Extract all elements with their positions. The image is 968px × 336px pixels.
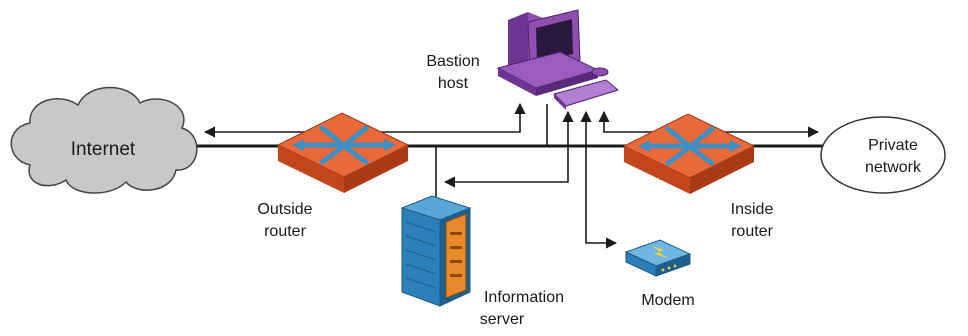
private-network-label-line1: Private [868,137,918,154]
modem-lightning-icon [652,246,668,258]
inside-router: Inside router [622,113,774,240]
private-network-label-line2: network [865,159,922,176]
inside-router-arrows-icon [643,126,737,166]
internet-label: Internet [71,139,136,160]
inside-router-label-line2: router [731,223,773,240]
information-server: Information server [400,195,564,328]
internet-cloud: Internet [10,86,198,194]
information-server-label-line2: server [480,311,525,328]
outside-router-arrows-icon [297,125,391,165]
modem-label: Modem [641,292,694,309]
outside-router-label-line1: Outside [257,201,312,218]
outside-router-label-line2: router [264,223,306,240]
arrow-bastion-to-modem [580,110,618,249]
bastion-host-computer: Bastion host [426,9,620,110]
bastion-host-label-line1: Bastion [426,53,479,70]
private-network: Private network [820,116,946,194]
inside-router-label-line1: Inside [731,201,774,218]
arrow-bastion-to-server [443,110,574,188]
bastion-host-label-line2: host [438,75,469,92]
information-server-label-line1: Information [484,289,564,306]
modem-device: Modem [624,239,695,309]
outside-router: Outside router [257,112,410,240]
